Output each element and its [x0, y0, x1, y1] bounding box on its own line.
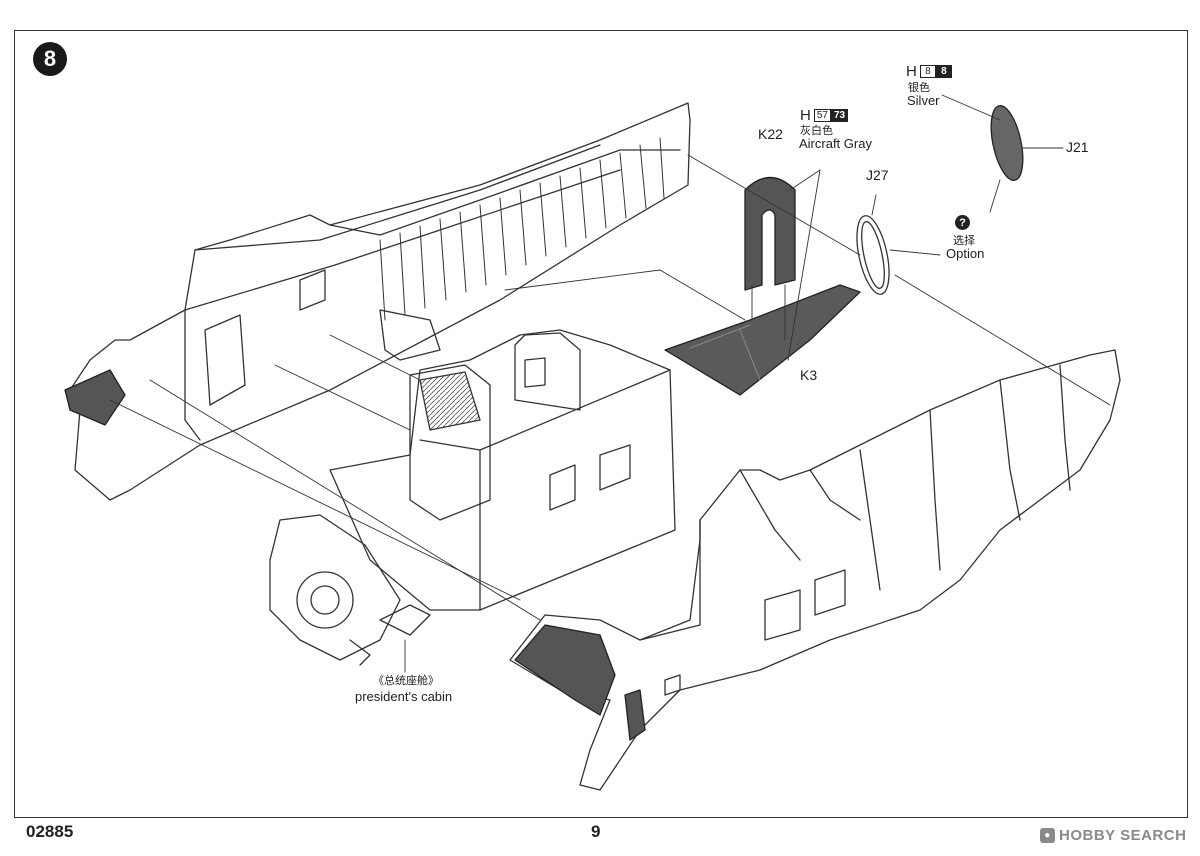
- paint-code-outline: 8: [919, 65, 936, 78]
- gray-label-cn: 灰白色: [800, 125, 833, 137]
- option-label-cn: 选择: [953, 235, 975, 247]
- part-j27-ring: [856, 215, 890, 295]
- product-code: 02885: [26, 822, 74, 841]
- part-label-k3: K3: [800, 367, 818, 383]
- fuselage-ribs: [379, 137, 665, 321]
- part-k22-frame: [744, 176, 796, 291]
- page-number: 9: [591, 822, 601, 841]
- part-k3-plate: [664, 284, 861, 396]
- option-question-icon: ?: [955, 215, 970, 230]
- silver-label-en: Silver: [907, 93, 940, 108]
- instruction-frame: [14, 30, 1188, 818]
- hobby-search-watermark: ● HOBBY SEARCH: [1040, 827, 1186, 844]
- left-grille: [64, 369, 126, 426]
- part-label-j27: J27: [866, 167, 889, 183]
- silver-paint-code: H 8 8: [906, 63, 952, 80]
- paint-code-outline: 57: [813, 109, 831, 122]
- hobby-search-logo-icon: ●: [1040, 828, 1055, 843]
- right-grille: [514, 624, 616, 716]
- option-label-en: Option: [946, 246, 985, 261]
- cockpit-assembly: [269, 514, 401, 661]
- left-fuselage-half: [69, 102, 691, 501]
- part-label-k22: K22: [758, 126, 783, 142]
- cabin-interior: [329, 329, 676, 611]
- step-number-badge: 8: [33, 42, 67, 76]
- cabin-seat: [409, 364, 491, 521]
- part-j21-disc: [990, 105, 1024, 181]
- cabin-label-cn: 《总统座舱》: [373, 675, 439, 687]
- right-fuselage-half: [509, 349, 1121, 791]
- paint-code-filled: 8: [935, 65, 952, 78]
- gray-label-en: Aircraft Gray: [799, 136, 872, 151]
- cabin-label-en: president's cabin: [355, 689, 453, 704]
- watermark-text: HOBBY SEARCH: [1059, 827, 1187, 844]
- part-label-j21: J21: [1066, 139, 1089, 155]
- paint-code-filled: 73: [830, 109, 849, 122]
- gray-paint-code: H 57 73: [800, 107, 849, 124]
- silver-label-cn: 银色: [908, 82, 930, 94]
- leader-lines: [109, 94, 1111, 673]
